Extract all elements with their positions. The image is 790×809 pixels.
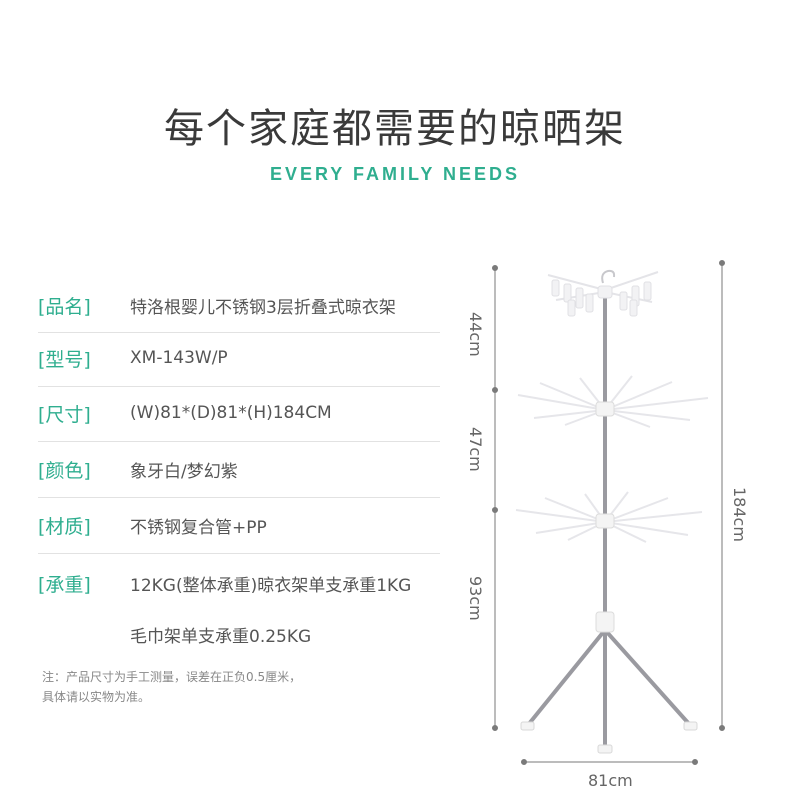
spec-row-load: [承重] 12KG(整体承重)晾衣架单支承重1KG — [38, 568, 411, 598]
spec-value: 特洛根婴儿不锈钢3层折叠式晾衣架 — [130, 297, 396, 318]
dimension-lines — [492, 260, 725, 765]
divider — [38, 441, 440, 442]
rack-joint — [595, 611, 615, 633]
spec-value: XM-143W/P — [130, 348, 228, 368]
spec-label: [品名] — [38, 295, 91, 318]
lower-towel-tier — [515, 491, 703, 543]
spec-value: 不锈钢复合管+PP — [130, 517, 267, 538]
spec-value: 12KG(整体承重)晾衣架单支承重1KG — [130, 575, 412, 596]
spec-load-extra: 毛巾架单支承重0.25KG — [130, 627, 312, 647]
spec-value: (W)81*(D)81*(H)184CM — [130, 403, 332, 423]
middle-towel-tier — [517, 375, 709, 428]
spec-label: [尺寸] — [38, 403, 91, 426]
spec-row-material: [材质] 不锈钢复合管+PP — [38, 510, 267, 540]
divider — [38, 386, 440, 387]
rack-feet — [520, 721, 698, 754]
note-line: 注：产品尺寸为手工测量，误差在正负0.5厘米， — [42, 670, 302, 684]
divider — [38, 553, 440, 554]
dimension-width-label: 81cm — [588, 771, 633, 790]
page-subtitle: EVERY FAMILY NEEDS — [269, 164, 521, 184]
spec-label: [颜色] — [38, 459, 91, 482]
hanger-clips — [551, 279, 652, 317]
dimension-bottom-label: 93cm — [466, 576, 485, 621]
dimension-top-label: 44cm — [466, 312, 485, 357]
spec-label: [型号] — [38, 348, 91, 371]
spec-row-size: [尺寸] (W)81*(D)81*(H)184CM — [38, 398, 332, 428]
disclaimer-note: 注：产品尺寸为手工测量，误差在正负0.5厘米， 具体请以实物为准。 — [42, 667, 301, 707]
page-title: 每个家庭都需要的晾晒架 — [164, 106, 626, 152]
spec-row-color: [颜色] 象牙白/梦幻紫 — [38, 454, 238, 484]
rack-base-legs — [526, 628, 692, 750]
divider — [38, 332, 440, 333]
spec-value: 象牙白/梦幻紫 — [130, 461, 238, 482]
dimension-total-label: 184cm — [730, 487, 749, 542]
spec-label: [承重] — [38, 573, 91, 596]
dimension-middle-label: 47cm — [466, 427, 485, 472]
spec-label: [材质] — [38, 515, 91, 538]
spec-row-name: [品名] 特洛根婴儿不锈钢3层折叠式晾衣架 — [38, 290, 396, 320]
divider — [38, 497, 440, 498]
note-line: 具体请以实物为准。 — [42, 690, 151, 704]
spec-row-model: [型号] XM-143W/P — [38, 343, 228, 373]
